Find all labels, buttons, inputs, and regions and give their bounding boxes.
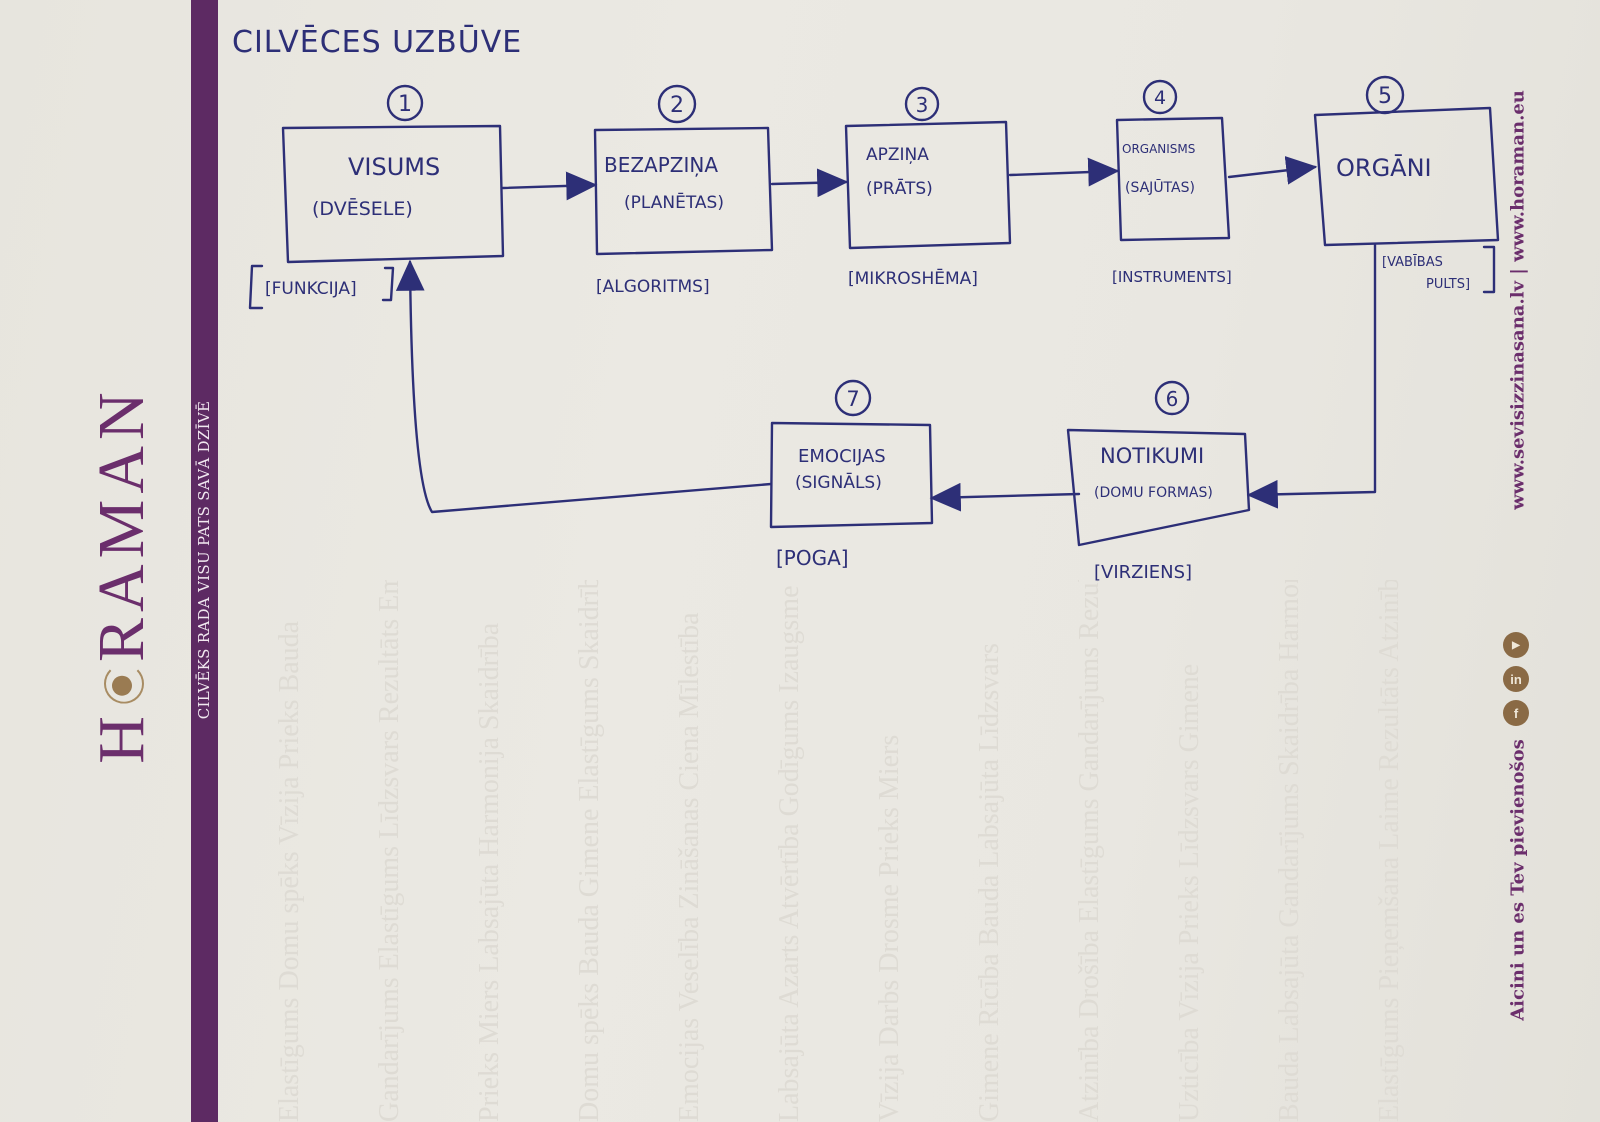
node-number-1: 1 [398, 92, 412, 117]
node-tag-5-line2: PULTS] [1426, 277, 1470, 292]
tag-bracket [1482, 245, 1496, 294]
tag-bracket [248, 264, 264, 310]
edge-2-3 [770, 168, 849, 198]
node-box-4 [1115, 116, 1231, 242]
node-tag-3: [MIKROSHĒMA] [848, 267, 978, 289]
node-tag-4: [INSTRUMENTS] [1112, 268, 1232, 286]
node-number-6: 6 [1166, 387, 1179, 411]
edge-6-7 [929, 482, 1081, 512]
facebook-icon[interactable]: f [1503, 700, 1529, 726]
edge-1-2 [501, 171, 598, 201]
node-number-circle-1 [386, 84, 424, 122]
node-title-5: ORGĀNI [1336, 153, 1432, 182]
edge-7-1 [395, 259, 773, 514]
node-box-1 [281, 124, 505, 264]
node-title-1: VISUMS [348, 153, 440, 181]
node-number-4: 4 [1154, 87, 1166, 109]
youtube-icon[interactable]: ▶ [1503, 632, 1529, 658]
edge-5-6 [1246, 243, 1377, 509]
node-number-circle-2 [657, 84, 697, 124]
node-subtitle-6: (DOMU FORMAS) [1094, 485, 1213, 501]
node-title-6: NOTIKUMI [1100, 444, 1204, 468]
node-number-circle-6 [1154, 380, 1190, 416]
node-subtitle-3: (PRĀTS) [866, 177, 933, 199]
node-subtitle-7: (SIGNĀLS) [795, 471, 882, 493]
edge-4-5 [1227, 156, 1318, 185]
node-number-circle-5 [1365, 75, 1405, 115]
node-number-circle-4 [1142, 79, 1178, 115]
edge-3-4 [1008, 157, 1120, 187]
node-box-3 [844, 120, 1012, 250]
node-number-3: 3 [916, 93, 929, 117]
node-title-4: ORGANISMS [1122, 142, 1195, 156]
tag-bracket [381, 266, 395, 302]
node-subtitle-1: (DVĒSELE) [312, 196, 413, 220]
node-tag-5-line1: [VABĪBAS [1382, 255, 1443, 270]
node-subtitle-4: (SAJŪTAS) [1125, 179, 1195, 196]
node-subtitle-2: (PLANĒTAS) [624, 191, 724, 213]
node-box-7 [769, 421, 934, 529]
node-number-2: 2 [670, 93, 684, 118]
node-box-5 [1313, 106, 1500, 247]
node-box-6 [1066, 428, 1251, 547]
node-number-circle-3 [904, 86, 940, 122]
node-box-2 [593, 126, 774, 256]
node-tag-7: [POGA] [776, 546, 849, 570]
node-title-3: APZIŅA [866, 145, 929, 165]
node-number-5: 5 [1378, 84, 1392, 109]
linkedin-icon[interactable]: in [1503, 666, 1529, 692]
node-tag-1: [FUNKCIJA] [265, 279, 357, 299]
node-number-7: 7 [846, 387, 859, 411]
node-number-circle-7 [834, 379, 872, 417]
brand-stripe [191, 0, 218, 1122]
diagram-title: CILVĒCES UZBŪVE [232, 24, 522, 60]
node-title-2: BEZAPZIŅA [604, 153, 718, 177]
node-tag-2: [ALGORITMS] [596, 277, 710, 297]
node-tag-6: [VIRZIENS] [1094, 562, 1192, 583]
node-title-7: EMOCIJAS [798, 446, 886, 467]
